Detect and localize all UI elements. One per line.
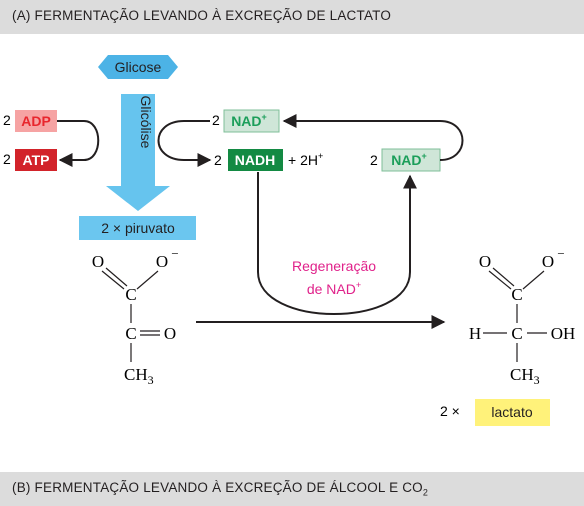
- nad-right-coefficient: 2: [370, 152, 378, 168]
- nadh-box: [228, 149, 283, 171]
- regeneration-arrow: [257, 172, 417, 315]
- svg-text:C: C: [125, 324, 136, 343]
- svg-text:O: O: [156, 252, 168, 271]
- glucose-label: Glicose: [115, 59, 162, 75]
- nadh-extra: + 2H+: [288, 151, 323, 168]
- section-b-title: (B) FERMENTAÇÃO LEVANDO À EXCREÇÃO DE ÁL…: [12, 480, 429, 498]
- svg-text:OH: OH: [551, 324, 576, 343]
- lactate-structure: O O − C H C OH CH3: [469, 246, 575, 387]
- nad-top-box: [223, 109, 280, 133]
- nad-recycle-arrow: [282, 114, 464, 161]
- nad-top-coefficient: 2: [212, 112, 220, 128]
- glycolysis-arrow: [106, 94, 170, 211]
- section-a-title: (A) FERMENTAÇÃO LEVANDO À EXCREÇÃO DE LA…: [12, 8, 392, 23]
- svg-text:O: O: [542, 252, 554, 271]
- glycolysis-label: Glicólise: [138, 96, 154, 149]
- regeneration-line1: Regeneração: [292, 258, 376, 274]
- pyruvate-structure: O O − C C O CH3: [92, 246, 179, 387]
- nadh-coefficient: 2: [214, 152, 222, 168]
- nad-to-nadh-arrow: [157, 120, 212, 167]
- svg-text:O: O: [479, 252, 491, 271]
- atp-box: [15, 149, 57, 171]
- regeneration-line2: de NAD+: [307, 280, 361, 297]
- svg-text:CH3: CH3: [510, 365, 540, 387]
- glucose-hexagon: [98, 55, 178, 79]
- svg-text:C: C: [511, 285, 522, 304]
- svg-text:O: O: [92, 252, 104, 271]
- pyruvate-box-label: 2 × piruvato: [101, 220, 175, 236]
- svg-text:−: −: [557, 246, 564, 261]
- section-a-header: (A) FERMENTAÇÃO LEVANDO À EXCREÇÃO DE LA…: [0, 0, 584, 34]
- adp-box: [15, 110, 57, 132]
- svg-text:CH3: CH3: [124, 365, 154, 387]
- adp-coefficient: 2: [3, 112, 11, 128]
- nadh-label: NADH: [235, 152, 275, 168]
- adp-to-atp-arrow: [57, 120, 100, 167]
- section-b-header: (B) FERMENTAÇÃO LEVANDO À EXCREÇÃO DE ÁL…: [0, 472, 584, 506]
- lactate-box: [475, 399, 550, 426]
- adp-label: ADP: [21, 113, 51, 129]
- svg-text:C: C: [511, 324, 522, 343]
- lactate-coefficient: 2 ×: [440, 403, 460, 419]
- pyruvate-box: [79, 216, 196, 240]
- svg-text:H: H: [469, 324, 481, 343]
- svg-text:C: C: [125, 285, 136, 304]
- lactate-box-label: lactato: [491, 404, 532, 420]
- atp-coefficient: 2: [3, 151, 11, 167]
- svg-text:−: −: [171, 246, 178, 261]
- svg-text:O: O: [164, 324, 176, 343]
- nad-top-label: NAD+: [231, 112, 267, 129]
- atp-label: ATP: [23, 152, 50, 168]
- nad-right-label: NAD+: [391, 151, 427, 168]
